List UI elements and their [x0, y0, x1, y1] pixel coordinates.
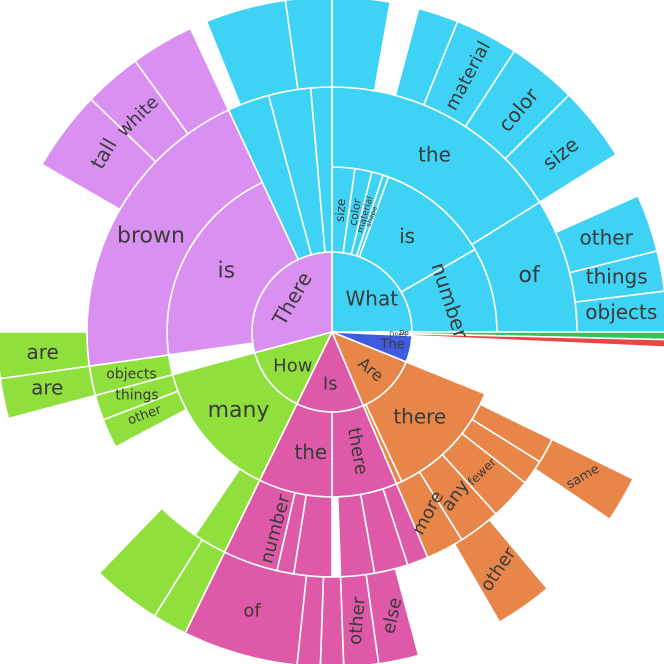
- label-what-other: other: [580, 226, 634, 250]
- label-is-other: other: [345, 596, 370, 646]
- sector-are-other[interactable]: [453, 518, 549, 624]
- label-what-is: is: [399, 224, 415, 248]
- label-what-color: color: [347, 197, 365, 226]
- sector-how-is[interactable]: [98, 507, 204, 618]
- label-is-of: of: [243, 600, 261, 621]
- label-are-there: there: [393, 405, 446, 429]
- label-what-objects: objects: [585, 300, 657, 324]
- label-there-a: brown: [117, 223, 185, 248]
- sector-is-of-1[interactable]: [319, 576, 345, 664]
- label-how-things: things: [115, 387, 158, 403]
- sector-what-the-3[interactable]: [331, 0, 392, 92]
- label-what: What: [346, 287, 399, 311]
- label-the: The: [380, 337, 405, 352]
- sector-what-size-3[interactable]: [504, 93, 618, 204]
- label-what-things: things: [586, 265, 648, 289]
- label-do: Do: [399, 329, 409, 337]
- label-how-objects: objects: [106, 367, 156, 383]
- label-how-many: many: [208, 398, 270, 423]
- label-is-the: the: [294, 440, 327, 464]
- label-there-is: is: [218, 259, 236, 284]
- label-is: Is: [323, 374, 338, 395]
- label-how-are-2: are: [31, 375, 63, 399]
- label-does: Does: [389, 330, 407, 338]
- label-how-are-1: are: [27, 340, 59, 364]
- label-what-the: the: [418, 143, 451, 167]
- label-how: How: [273, 356, 312, 377]
- label-what-of: of: [518, 263, 540, 288]
- sector-are-equal[interactable]: [534, 438, 635, 521]
- sector-there-low[interactable]: [133, 27, 230, 135]
- sector-what-shape-3[interactable]: [394, 7, 459, 106]
- label-what-size: size: [333, 198, 349, 222]
- sector-does-the[interactable]: [411, 332, 664, 348]
- sector-what-the-1[interactable]: [205, 0, 299, 106]
